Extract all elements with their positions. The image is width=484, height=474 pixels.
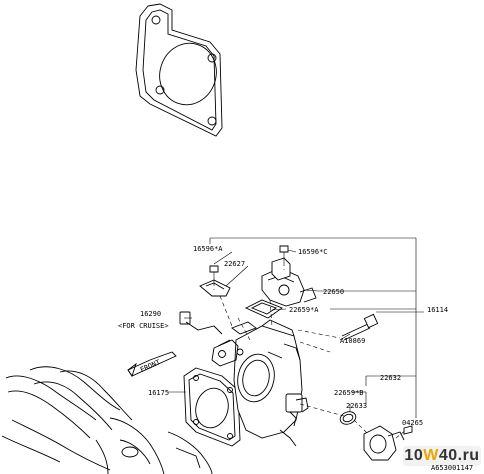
label-22627: 22627 (224, 260, 245, 268)
o-ring-22659b (339, 411, 357, 425)
bracket-22627 (199, 279, 231, 297)
leader-lines (168, 237, 424, 418)
label-16596a: 16596*A (193, 245, 223, 253)
screw-04265 (403, 425, 413, 435)
gasket-22659a (244, 299, 283, 319)
label-04265: 04265 (402, 419, 423, 427)
label-16290: 16290 (140, 310, 161, 318)
label-22633: 22633 (346, 402, 367, 410)
watermark-part2: W (423, 447, 439, 464)
figure-code: A653001147 (431, 464, 474, 472)
label-22650: 22650 (323, 288, 344, 296)
label-16114: 16114 (427, 306, 448, 314)
intake-manifold (1, 366, 213, 474)
gasket-small-top (231, 321, 257, 335)
bolt-16114 (341, 313, 379, 341)
label-16175: 16175 (148, 389, 169, 397)
label-a10869: A10869 (340, 337, 365, 345)
screw-16596c (279, 245, 289, 262)
gasket-top (135, 3, 223, 137)
bracket-16290 (179, 311, 223, 335)
label-front: FRONT (139, 358, 162, 374)
watermark-part3: 40.ru (438, 447, 480, 464)
guide-lines (213, 262, 407, 439)
iac-valve-22650 (261, 257, 317, 307)
front-arrow-icon (127, 351, 177, 378)
label-22659a: 22659*A (289, 306, 319, 314)
label-16596c: 16596*C (298, 248, 328, 256)
label-for-cruise: <FOR CRUISE> (118, 322, 169, 330)
label-22632: 22632 (380, 374, 401, 382)
screw-16596a (209, 265, 219, 282)
watermark-part1: 10 (404, 447, 424, 464)
throttle-body (211, 319, 309, 447)
gasket-16175 (183, 367, 241, 447)
label-22659b: 22659*B (334, 389, 364, 397)
tps-22632 (363, 425, 405, 461)
